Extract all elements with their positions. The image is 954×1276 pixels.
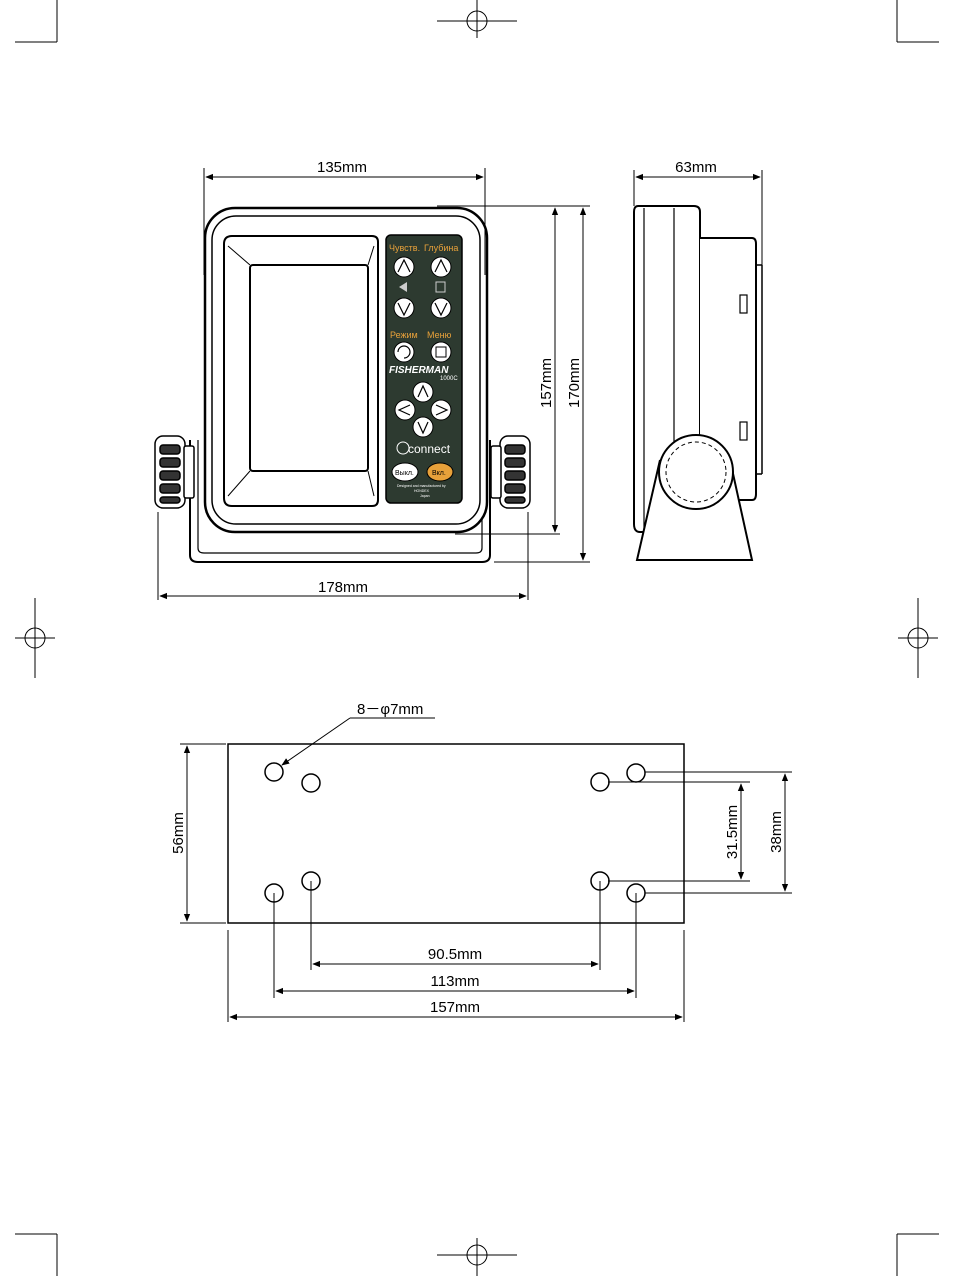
model-name: 1000C <box>440 376 458 382</box>
base-plate <box>228 744 684 923</box>
svg-text:38mm: 38mm <box>768 811 785 853</box>
registration-mark-top <box>437 0 517 38</box>
svg-text:56mm: 56mm <box>170 812 187 854</box>
hole <box>302 774 320 792</box>
control-panel: Чувств. Глубина Режим Меню <box>386 235 462 503</box>
label-mode: Режим <box>390 330 418 340</box>
svg-text:Вкл.: Вкл. <box>432 470 446 477</box>
label-depth: Глубина <box>424 243 458 253</box>
svg-text:Выкл.: Выкл. <box>395 470 414 477</box>
depth-up-button[interactable] <box>431 257 451 277</box>
arrow-right-button[interactable] <box>431 400 451 420</box>
dim-base-depth: 56mm <box>170 744 226 923</box>
arrow-down-button[interactable] <box>413 417 433 437</box>
menu-button[interactable] <box>431 342 451 362</box>
maker-line-1: Designed and manufactured by <box>397 484 446 488</box>
power-off-button[interactable]: Выкл. <box>392 463 418 481</box>
hole <box>265 763 283 781</box>
hole <box>591 773 609 791</box>
svg-text:178mm: 178mm <box>318 579 368 596</box>
connect-label: connect <box>408 442 451 456</box>
front-view: Чувств. Глубина Режим Меню <box>155 159 590 600</box>
svg-text:31.5mm: 31.5mm <box>724 805 741 859</box>
sens-down-button[interactable] <box>394 298 414 318</box>
label-sensitivity: Чувств. <box>389 243 420 253</box>
left-knob <box>155 436 194 508</box>
svg-text:113mm: 113mm <box>431 973 480 990</box>
brand-name: FISHERMAN <box>389 365 449 376</box>
maker-line-2: HONDEX <box>414 489 430 493</box>
svg-text:8－φ7mm: 8－φ7mm <box>357 701 423 718</box>
arrow-up-button[interactable] <box>413 382 433 402</box>
svg-text:90.5mm: 90.5mm <box>428 946 482 963</box>
svg-text:157mm: 157mm <box>430 999 480 1016</box>
registration-mark-bottom <box>437 1238 517 1276</box>
depth-down-button[interactable] <box>431 298 451 318</box>
maker-line-3: Japan <box>420 494 430 498</box>
mode-button[interactable] <box>394 342 414 362</box>
lcd-screen <box>250 265 368 471</box>
power-on-button[interactable]: Вкл. <box>427 463 453 481</box>
sens-up-button[interactable] <box>394 257 414 277</box>
svg-text:170mm: 170mm <box>566 358 583 408</box>
side-knob <box>659 435 733 509</box>
right-knob <box>491 436 530 508</box>
hole <box>627 764 645 782</box>
registration-mark-left <box>15 598 55 678</box>
registration-mark-right <box>898 598 938 678</box>
svg-text:135mm: 135mm <box>317 159 367 176</box>
arrow-left-button[interactable] <box>395 400 415 420</box>
svg-text:157mm: 157mm <box>538 358 555 408</box>
svg-text:63mm: 63mm <box>675 159 717 176</box>
crop-marks <box>15 0 939 1276</box>
side-view: 63mm <box>634 159 762 560</box>
base-view: 8－φ7mm 56mm 31.5mm 38mm 90.5 <box>170 701 792 1022</box>
label-menu: Меню <box>427 330 452 340</box>
